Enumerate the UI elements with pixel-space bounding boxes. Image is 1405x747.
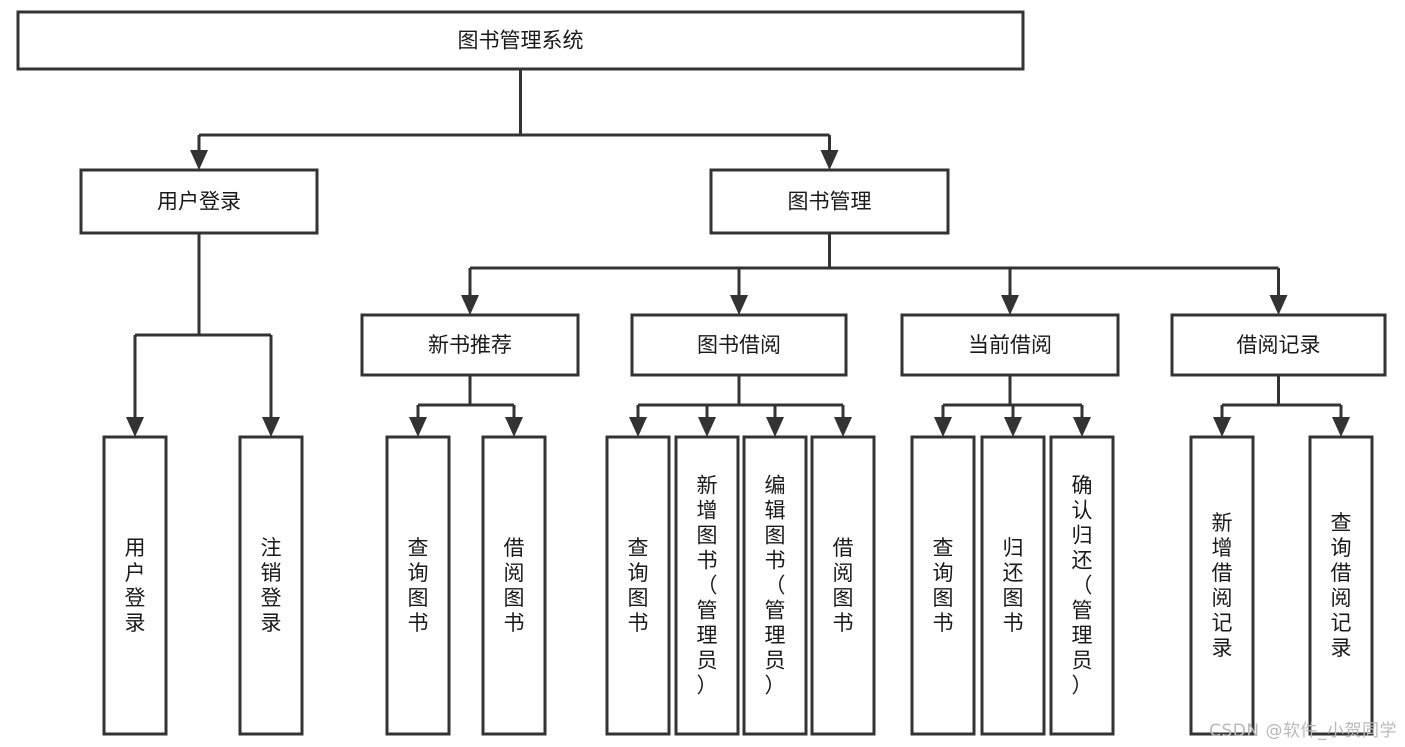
node-label-borrow-record: 借阅记录 xyxy=(1237,333,1321,357)
node-box-leaf-edit-book xyxy=(742,435,808,736)
edge-group-book-borrow xyxy=(629,375,852,437)
node-book-manage[interactable]: 图书管理 xyxy=(709,168,950,235)
node-leaf-add-borrow-record[interactable]: 新增借阅记录 xyxy=(1189,435,1255,736)
edge-group-book-manage xyxy=(461,233,1288,315)
node-label-new-book-recommend: 新书推荐 xyxy=(428,333,512,357)
arrow-head-icon xyxy=(766,417,784,437)
node-box-book-manage xyxy=(709,168,950,235)
node-label-leaf-confirm-return: 确认归还（管理员） xyxy=(1072,474,1093,698)
node-leaf-query-borrow-record[interactable]: 查询借阅记录 xyxy=(1308,435,1374,736)
node-box-leaf-user-login xyxy=(102,435,168,736)
node-label-leaf-logout: 注销登录 xyxy=(261,536,282,635)
node-box-new-book-recommend xyxy=(360,313,580,377)
arrow-head-icon xyxy=(698,417,716,437)
node-label-leaf-user-login: 用户登录 xyxy=(125,536,146,635)
node-label-current-borrow: 当前借阅 xyxy=(968,333,1052,357)
arrow-head-icon xyxy=(409,417,427,437)
node-box-leaf-query-borrow-record xyxy=(1308,435,1374,736)
node-leaf-query-book-recommend[interactable]: 查询图书 xyxy=(385,435,451,736)
node-root[interactable]: 图书管理系统 xyxy=(16,10,1025,71)
node-label-leaf-query-book-recommend: 查询图书 xyxy=(408,536,429,635)
node-box-leaf-return-book xyxy=(980,435,1046,736)
node-label-leaf-borrow-book-recommend: 借阅图书 xyxy=(504,536,525,635)
arrow-head-icon xyxy=(126,417,144,437)
node-box-leaf-add-book xyxy=(674,435,740,736)
node-user-login[interactable]: 用户登录 xyxy=(79,168,319,235)
node-label-root: 图书管理系统 xyxy=(458,29,584,53)
nodes-layer: 图书管理系统用户登录图书管理新书推荐图书借阅当前借阅借阅记录用户登录注销登录查询… xyxy=(16,10,1387,736)
edge-group-root xyxy=(190,69,839,170)
node-label-leaf-query-borrow-record: 查询借阅记录 xyxy=(1331,511,1352,660)
node-box-leaf-logout xyxy=(238,435,304,736)
node-box-leaf-borrow-book-recommend xyxy=(481,435,547,736)
arrow-head-icon xyxy=(730,295,748,315)
edge-group-borrow-record xyxy=(1213,375,1350,437)
node-leaf-edit-book[interactable]: 编辑图书（管理员） xyxy=(742,435,808,736)
node-label-user-login: 用户登录 xyxy=(157,190,241,214)
arrow-head-icon xyxy=(461,295,479,315)
node-label-leaf-return-book: 归还图书 xyxy=(1003,536,1024,635)
arrow-head-icon xyxy=(1332,417,1350,437)
node-leaf-borrow-book-recommend[interactable]: 借阅图书 xyxy=(481,435,547,736)
arrow-head-icon xyxy=(834,417,852,437)
node-box-leaf-confirm-return xyxy=(1049,435,1115,736)
node-label-leaf-edit-book: 编辑图书（管理员） xyxy=(765,474,786,698)
arrow-head-icon xyxy=(629,417,647,437)
node-leaf-confirm-return[interactable]: 确认归还（管理员） xyxy=(1049,435,1115,736)
node-leaf-query-book-borrow[interactable]: 查询图书 xyxy=(605,435,671,736)
connectors-layer xyxy=(126,69,1350,437)
node-box-leaf-query-book-current xyxy=(910,435,976,736)
node-leaf-logout[interactable]: 注销登录 xyxy=(238,435,304,736)
node-label-leaf-add-book: 新增图书（管理员） xyxy=(697,474,718,698)
node-label-leaf-borrow-book: 借阅图书 xyxy=(833,536,854,635)
node-leaf-return-book[interactable]: 归还图书 xyxy=(980,435,1046,736)
node-label-leaf-query-book-borrow: 查询图书 xyxy=(628,536,649,635)
node-box-current-borrow xyxy=(900,313,1120,377)
node-box-user-login xyxy=(79,168,319,235)
node-box-leaf-query-book-borrow xyxy=(605,435,671,736)
arrow-head-icon xyxy=(505,417,523,437)
edge-group-user-login xyxy=(126,233,280,437)
arrow-head-icon xyxy=(934,417,952,437)
node-current-borrow[interactable]: 当前借阅 xyxy=(900,313,1120,377)
node-book-borrow[interactable]: 图书借阅 xyxy=(630,313,848,377)
arrow-head-icon xyxy=(1004,417,1022,437)
node-box-leaf-borrow-book xyxy=(810,435,876,736)
arrow-head-icon xyxy=(1001,295,1019,315)
arrow-head-icon xyxy=(820,150,839,170)
node-leaf-borrow-book[interactable]: 借阅图书 xyxy=(810,435,876,736)
node-leaf-add-book[interactable]: 新增图书（管理员） xyxy=(674,435,740,736)
node-borrow-record[interactable]: 借阅记录 xyxy=(1170,313,1387,377)
node-box-leaf-add-borrow-record xyxy=(1189,435,1255,736)
edge-group-current-borrow xyxy=(934,375,1091,437)
node-box-root xyxy=(16,10,1025,71)
node-leaf-query-book-current[interactable]: 查询图书 xyxy=(910,435,976,736)
arrow-head-icon xyxy=(1269,295,1288,315)
arrow-head-icon xyxy=(262,417,280,437)
node-label-leaf-add-borrow-record: 新增借阅记录 xyxy=(1212,511,1233,660)
node-box-borrow-record xyxy=(1170,313,1387,377)
node-box-book-borrow xyxy=(630,313,848,377)
node-new-book-recommend[interactable]: 新书推荐 xyxy=(360,313,580,377)
arrow-head-icon xyxy=(1213,417,1231,437)
node-leaf-user-login[interactable]: 用户登录 xyxy=(102,435,168,736)
node-label-leaf-query-book-current: 查询图书 xyxy=(933,536,954,635)
node-label-book-borrow: 图书借阅 xyxy=(697,333,781,357)
edge-group-new-book-recommend xyxy=(409,375,523,437)
node-label-book-manage: 图书管理 xyxy=(788,190,872,214)
arrow-head-icon xyxy=(190,150,208,170)
node-box-leaf-query-book-recommend xyxy=(385,435,451,736)
arrow-head-icon xyxy=(1073,417,1091,437)
